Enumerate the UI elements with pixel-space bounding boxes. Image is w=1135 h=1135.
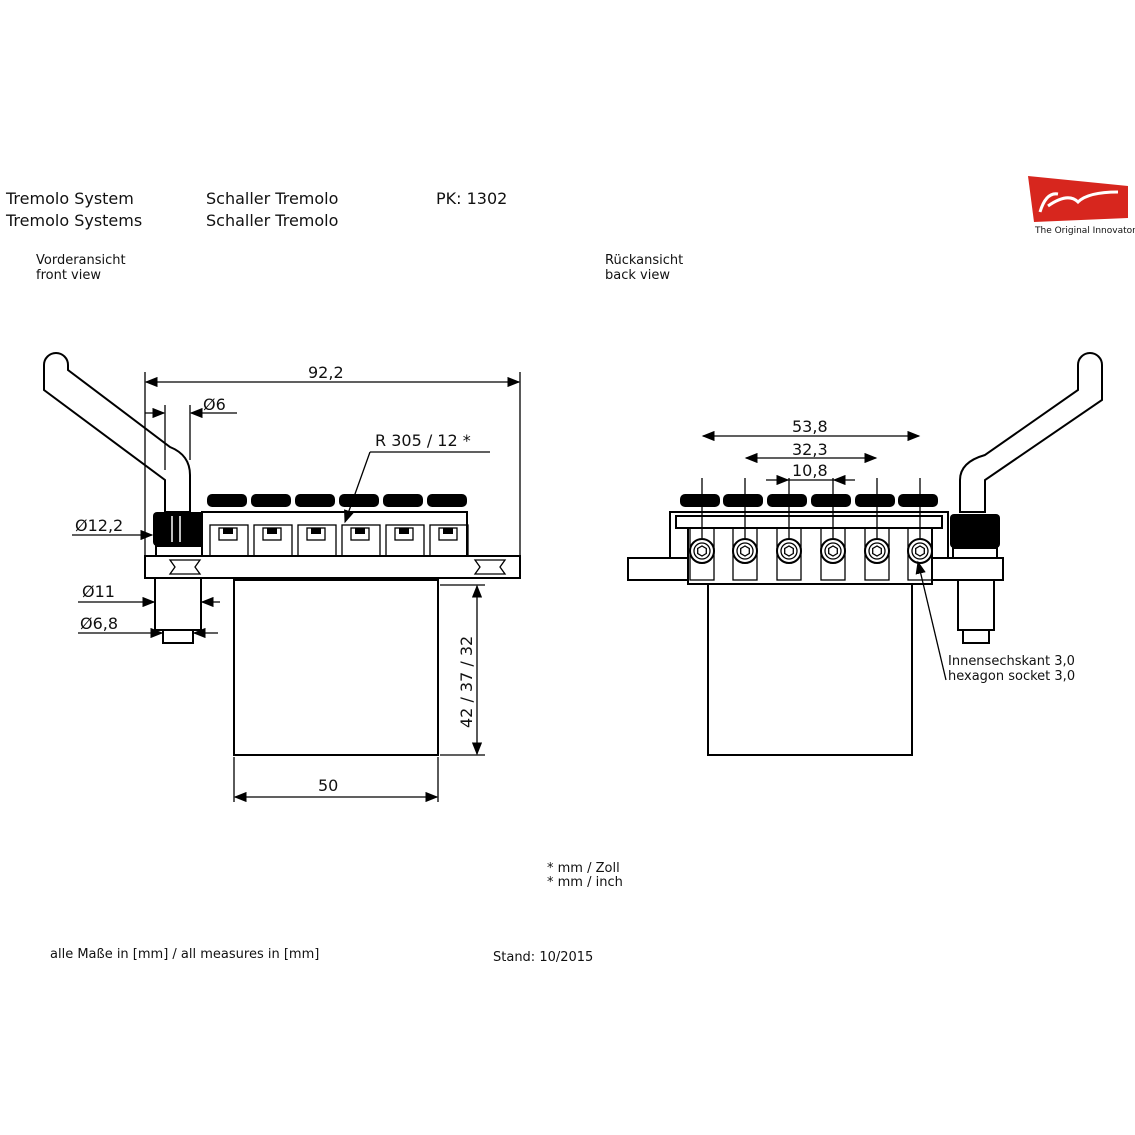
thumbwheel	[339, 494, 379, 507]
tremolo-arm	[43, 352, 191, 513]
product-name: Schaller Tremolo	[206, 189, 338, 208]
dim-block-height: 42 / 37 / 32	[457, 636, 476, 728]
dim-radius: R 305 / 12 *	[375, 431, 471, 450]
front-view-label-de: Vorderansicht	[36, 253, 126, 268]
thumbwheel	[427, 494, 467, 507]
thumbwheel	[723, 494, 763, 507]
footer-date: Stand: 10/2015	[493, 950, 593, 965]
back-dimensions: 53,8 32,3 10,8 Innensechskant 3,0 hexago…	[701, 417, 1075, 684]
back-view-drawing	[627, 352, 1103, 756]
thumbwheel	[251, 494, 291, 507]
thumbwheel	[767, 494, 807, 507]
thumbwheel	[811, 494, 851, 507]
schaller-logo: The Original Innovators	[1028, 176, 1135, 236]
dim-inner-spacing: 10,8	[792, 461, 828, 480]
back-view-label-de: Rückansicht	[605, 253, 683, 268]
thumbwheel	[295, 494, 335, 507]
product-code: PK: 1302	[436, 189, 507, 208]
tremolo-block-back	[707, 583, 913, 756]
dim-knob-diameter: Ø12,2	[75, 516, 123, 535]
thumbwheel	[855, 494, 895, 507]
units-note-en: * mm / inch	[547, 875, 623, 890]
units-note-de: * mm / Zoll	[547, 861, 620, 876]
logo-tagline: The Original Innovators	[1034, 226, 1135, 236]
tremolo-block	[233, 579, 439, 756]
saddle	[253, 524, 293, 557]
thumbwheel	[898, 494, 938, 507]
product-type-en: Tremolo Systems	[5, 211, 142, 230]
knurled-knob	[153, 512, 205, 546]
dim-stud-diameter: Ø11	[82, 582, 115, 601]
saddle	[297, 524, 337, 557]
product-name-en: Schaller Tremolo	[206, 211, 338, 230]
callout-hex-en: hexagon socket 3,0	[948, 669, 1075, 684]
saddle	[429, 524, 469, 557]
saddle	[341, 524, 381, 557]
dim-pin-diameter: Ø6,8	[80, 614, 118, 633]
front-view-label-en: front view	[36, 268, 101, 283]
thumbwheel	[207, 494, 247, 507]
dim-outer-spacing: 53,8	[792, 417, 828, 436]
tremolo-arm-back	[959, 352, 1103, 513]
front-dimensions: 92,2 Ø6 R 305 / 12 * Ø12,2 Ø11 Ø6,8 42 /…	[72, 363, 521, 803]
dim-middle-spacing: 32,3	[792, 440, 828, 459]
product-type: Tremolo System	[5, 189, 134, 208]
base-plate	[144, 555, 521, 579]
saddle	[385, 524, 425, 557]
footer-measures: alle Maße in [mm] / all measures in [mm]	[50, 947, 319, 962]
front-view-drawing	[43, 352, 521, 756]
callout-hex-de: Innensechskant 3,0	[948, 654, 1075, 669]
dim-block-width: 50	[318, 776, 338, 795]
saddle	[209, 524, 249, 557]
dim-overall-width: 92,2	[308, 363, 344, 382]
dim-arm-diameter: Ø6	[203, 395, 226, 414]
thumbwheel	[680, 494, 720, 507]
thumbwheel	[383, 494, 423, 507]
back-view-label-en: back view	[605, 268, 670, 283]
